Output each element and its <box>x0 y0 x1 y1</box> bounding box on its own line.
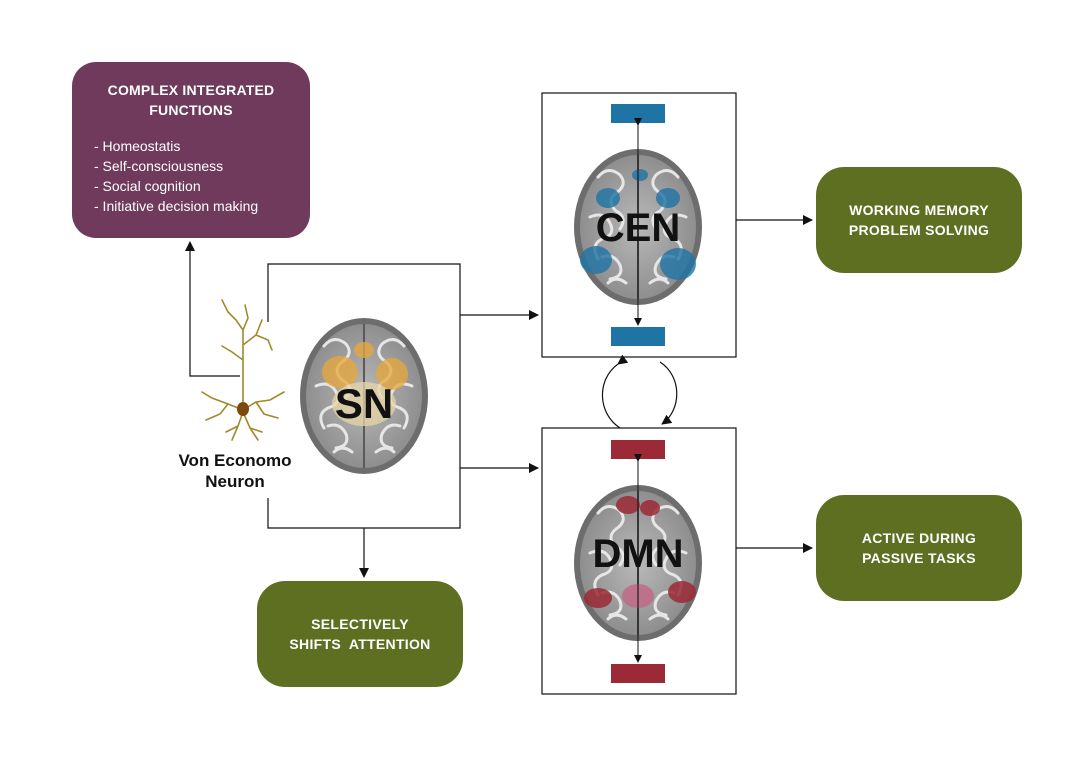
dmn-label: DMN <box>592 532 684 576</box>
dmn-outcome-line2: PASSIVE TASKS <box>862 550 976 566</box>
neuron-icon <box>201 299 285 441</box>
cen-label: CEN <box>595 206 681 250</box>
neuron-label: Von Economo Neuron <box>170 450 300 492</box>
list-item: - Self-consciousness <box>94 158 224 174</box>
complex-functions-title-line1: COMPLEX INTEGRATED <box>107 82 275 98</box>
cen-bottom-bar <box>611 327 665 346</box>
cen-outcome-line1: WORKING MEMORY <box>849 202 989 218</box>
dmn-top-bar <box>611 440 665 459</box>
cen-outcome-line2: PROBLEM SOLVING <box>848 222 990 238</box>
sn-outcome-box: SELECTIVELY SHIFTS ATTENTION <box>257 581 463 687</box>
cen-outcome-box: WORKING MEMORY PROBLEM SOLVING <box>816 167 1022 273</box>
neuron-soma <box>237 402 249 416</box>
dmn-outcome-line1: ACTIVE DURING <box>861 530 977 546</box>
sn-activation-regions <box>322 342 408 426</box>
sn-label: SN <box>334 380 394 427</box>
list-item: - Homeostatis <box>94 138 181 154</box>
sn-bracket <box>267 263 461 529</box>
list-item: - Initiative decision making <box>94 198 259 214</box>
cen-top-bar <box>611 104 665 123</box>
complex-functions-list: - Homeostatis - Self-consciousness - Soc… <box>94 136 296 216</box>
arrow-cen-to-dmn-cycle <box>659 361 678 425</box>
complex-functions-title-line2: FUNCTIONS <box>149 102 233 118</box>
arrow-neuron-to-functions <box>185 241 240 377</box>
complex-functions-title: COMPLEX INTEGRATED FUNCTIONS <box>94 80 296 120</box>
dmn-bottom-bar <box>611 664 665 683</box>
neuron-label-line1: Von Economo <box>178 451 292 470</box>
cen-activation-regions <box>580 169 696 280</box>
neuron-label-line2: Neuron <box>205 472 265 491</box>
dmn-outcome-box: ACTIVE DURING PASSIVE TASKS <box>816 495 1022 601</box>
list-item: - Social cognition <box>94 178 201 194</box>
arrow-dmn-to-cen-cycle <box>601 354 629 429</box>
sn-outcome-line1: SELECTIVELY <box>311 616 409 632</box>
sn-outcome-line2: SHIFTS ATTENTION <box>289 636 431 652</box>
complex-functions-box: COMPLEX INTEGRATED FUNCTIONS - Homeostat… <box>72 62 310 238</box>
